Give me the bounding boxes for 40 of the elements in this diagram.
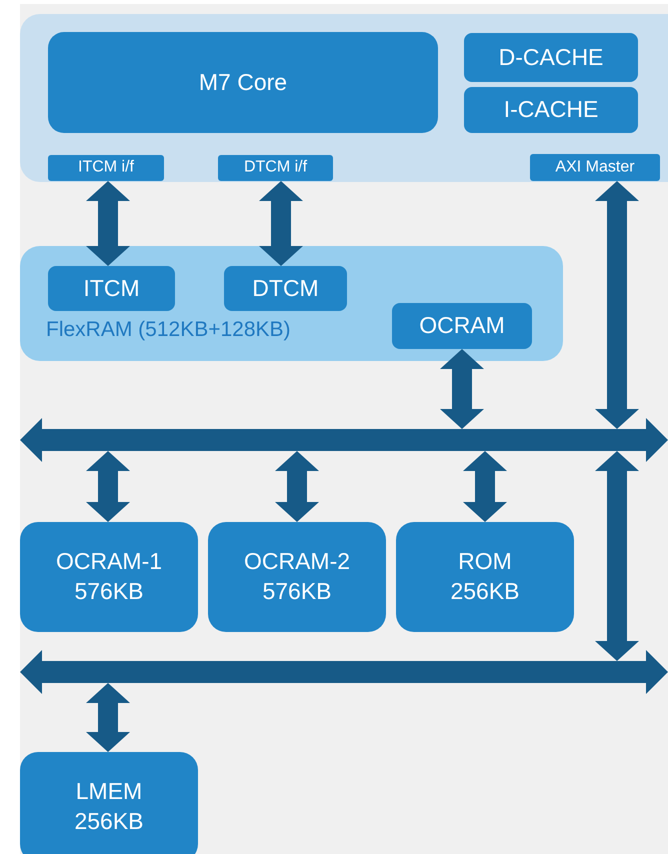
box-label: OCRAM [418,311,506,340]
double-arrow [86,451,130,522]
box-label: ITCM i/f [77,158,135,178]
box-label: I-CACHE [502,95,600,124]
memory-box [208,522,386,632]
bus-bar [20,650,668,694]
box-label: DTCM i/f [242,158,308,178]
memory-box [392,303,532,349]
cache-box [464,87,638,133]
double-arrow [86,683,130,752]
box-label: OCRAM-1 576KB [54,547,164,606]
double-arrow [595,181,639,429]
interface-box [48,155,164,181]
box-label: DTCM [251,274,320,303]
double-arrow [86,181,130,266]
double-arrow [275,451,319,522]
memory-box [20,522,198,632]
core-box [48,32,438,133]
double-arrow [259,181,303,266]
box-label: LMEM 256KB [73,777,145,836]
cache-box [464,33,638,82]
flexram-panel [20,246,563,361]
box-label: D-CACHE [498,42,604,72]
double-arrow [463,451,507,522]
interface-box [218,155,333,181]
double-arrow [440,349,484,429]
box-label: AXI Master [554,157,636,178]
box-label: ITCM [82,274,141,303]
memory-box [224,266,347,311]
panel-label: FlexRAM (512KB+128KB) [46,318,291,342]
box-label: M7 Core [198,68,288,97]
double-arrow [595,451,639,661]
box-label: ROM 256KB [449,547,521,606]
interface-box [530,154,660,181]
cpu-panel [20,14,668,182]
bus-bar [20,418,668,462]
memory-box [20,752,198,854]
memory-box [48,266,175,311]
box-label: OCRAM-2 576KB [242,547,352,606]
memory-box [396,522,574,632]
